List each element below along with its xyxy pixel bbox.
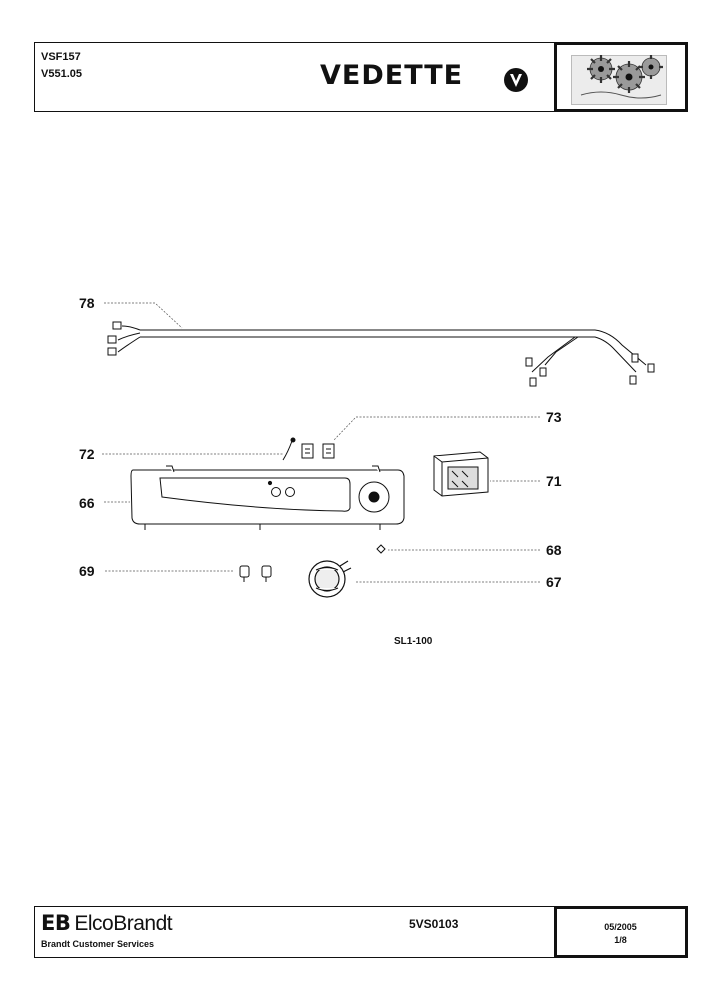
gears-icon bbox=[580, 54, 663, 98]
selector-switch-67 bbox=[308, 560, 352, 598]
gear-logo-box bbox=[553, 41, 688, 112]
callout-68: 68 bbox=[546, 542, 562, 558]
wire-72 bbox=[282, 437, 296, 461]
callout-67: 67 bbox=[546, 574, 562, 590]
header-frame: VSF157 V551.05 VEDETTE bbox=[34, 41, 688, 112]
callout-73: 73 bbox=[546, 409, 562, 425]
leader-lines bbox=[102, 302, 540, 583]
company-mark-icon: EB bbox=[41, 911, 71, 935]
callout-69: 69 bbox=[79, 563, 95, 579]
wiring-harness-78 bbox=[107, 321, 655, 387]
callout-72: 72 bbox=[79, 446, 95, 462]
callout-71: 71 bbox=[546, 473, 562, 489]
document-reference: 5VS0103 bbox=[409, 917, 459, 931]
services-label: Brandt Customer Services bbox=[41, 939, 155, 949]
callout-66: 66 bbox=[79, 495, 95, 511]
model-code: VSF157 bbox=[41, 51, 81, 63]
control-panel-66 bbox=[130, 465, 405, 530]
company-label: ElcoBrandt bbox=[74, 912, 173, 935]
callout-78: 78 bbox=[79, 295, 95, 311]
page-number: 1/8 bbox=[614, 934, 627, 945]
diagram-caption: SL1-100 bbox=[394, 636, 433, 647]
document-meta-box: 05/2005 1/8 bbox=[553, 905, 688, 958]
lamps-69 bbox=[239, 565, 272, 582]
brand-name: VEDETTE bbox=[320, 60, 464, 91]
part-68 bbox=[376, 544, 386, 554]
brand-logo-icon bbox=[504, 68, 528, 92]
connectors-73 bbox=[301, 443, 335, 459]
model-info: VSF157 V551.05 bbox=[41, 49, 82, 83]
model-version: V551.05 bbox=[41, 68, 82, 80]
document-date: 05/2005 bbox=[604, 921, 637, 932]
module-71 bbox=[433, 451, 489, 497]
